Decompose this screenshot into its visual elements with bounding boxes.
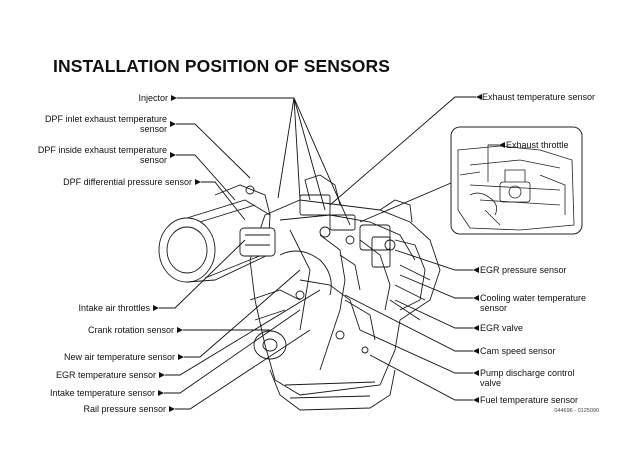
inset-exhaust-throttle-drawing [457, 145, 575, 231]
label-intake-temp: Intake temperature sensor [49, 388, 155, 398]
label-fuel-temp: Fuel temperature sensor [480, 395, 579, 405]
arrowheads [153, 94, 505, 412]
label-egr-temp: EGR temperature sensor [55, 370, 156, 380]
label-dpf-differential: DPF differential pressure sensor [63, 177, 192, 187]
label-dpf-inside-line2: sensor [139, 155, 167, 165]
label-pump-discharge-line2: valve [480, 378, 502, 388]
label-egr-valve: EGR valve [480, 323, 524, 333]
leader-lines-left [159, 97, 351, 410]
label-new-air-temp: New air temperature sensor [63, 352, 175, 362]
inset-frame [450, 126, 583, 235]
label-intake-throttles: Intake air throttles [78, 303, 150, 313]
label-cooling-water-line1: Cooling water temperature [480, 293, 587, 303]
label-pump-discharge-line1: Pump discharge control [480, 368, 575, 378]
page-title: INSTALLATION POSITION OF SENSORS [53, 56, 391, 76]
label-dpf-inlet-line1: DPF inlet exhaust temperature [44, 114, 167, 124]
label-egr-pressure: EGR pressure sensor [480, 265, 567, 275]
label-cooling-water-line2: sensor [480, 303, 508, 313]
label-crank-rotation: Crank rotation sensor [87, 325, 174, 335]
label-dpf-inside-line1: DPF inside exhaust temperature [37, 145, 167, 155]
label-exhaust-throttle: Exhaust throttle [506, 140, 569, 150]
label-exhaust-temp: Exhaust temperature sensor [482, 92, 596, 102]
figure-code: 044696 - 0125090 [554, 408, 599, 414]
label-injector: Injector [138, 93, 168, 103]
label-rail-pressure: Rail pressure sensor [83, 404, 166, 414]
label-dpf-inlet-line2: sensor [139, 124, 167, 134]
label-cam-speed: Cam speed sensor [480, 346, 556, 356]
leader-lines-right [329, 96, 499, 401]
engine-body [158, 174, 441, 411]
